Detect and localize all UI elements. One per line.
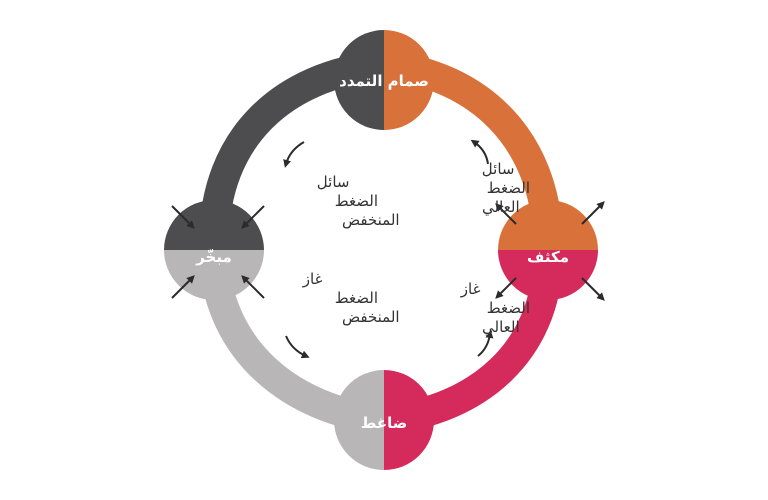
node-label: مكثف <box>527 248 569 266</box>
straight-arrow-icon <box>581 201 605 225</box>
flow-label-low-pressure-liquid: سائل الضغط المنخفض <box>312 173 400 229</box>
straight-arrow-icon <box>581 277 605 301</box>
curved-arrow-icon <box>285 335 310 359</box>
node-condenser: مكثف <box>498 200 598 300</box>
condenser-heat-arrows <box>495 201 605 301</box>
node-compressor: ضاغط <box>334 370 434 470</box>
flow-label-low-pressure-gas: غاز الضغط المنخفض <box>298 270 400 326</box>
straight-arrow-icon <box>495 203 517 225</box>
flow-label-high-pressure-gas: غاز الضغط العالي <box>456 280 530 337</box>
curved-arrow-icon <box>477 330 494 357</box>
node-label: مبخّر <box>195 248 232 266</box>
curved-arrow-icon <box>470 139 489 165</box>
node-label: صمام التمدد <box>339 72 429 90</box>
straight-arrow-icon <box>495 277 517 299</box>
straight-arrow-icon <box>241 205 265 229</box>
flow-arrows <box>283 139 494 359</box>
evaporator-heat-arrows <box>171 205 265 299</box>
straight-arrow-icon <box>171 205 195 229</box>
flow-label-high-pressure-liquid: سائل الضغط العالي <box>477 160 530 217</box>
node-evaporator: مبخّر <box>164 200 264 300</box>
straight-arrow-icon <box>171 275 195 299</box>
node-label: ضاغط <box>361 414 407 432</box>
curved-arrow-icon <box>283 141 305 168</box>
straight-arrow-icon <box>241 275 265 299</box>
node-expansion-valve: صمام التمدد <box>334 30 434 130</box>
